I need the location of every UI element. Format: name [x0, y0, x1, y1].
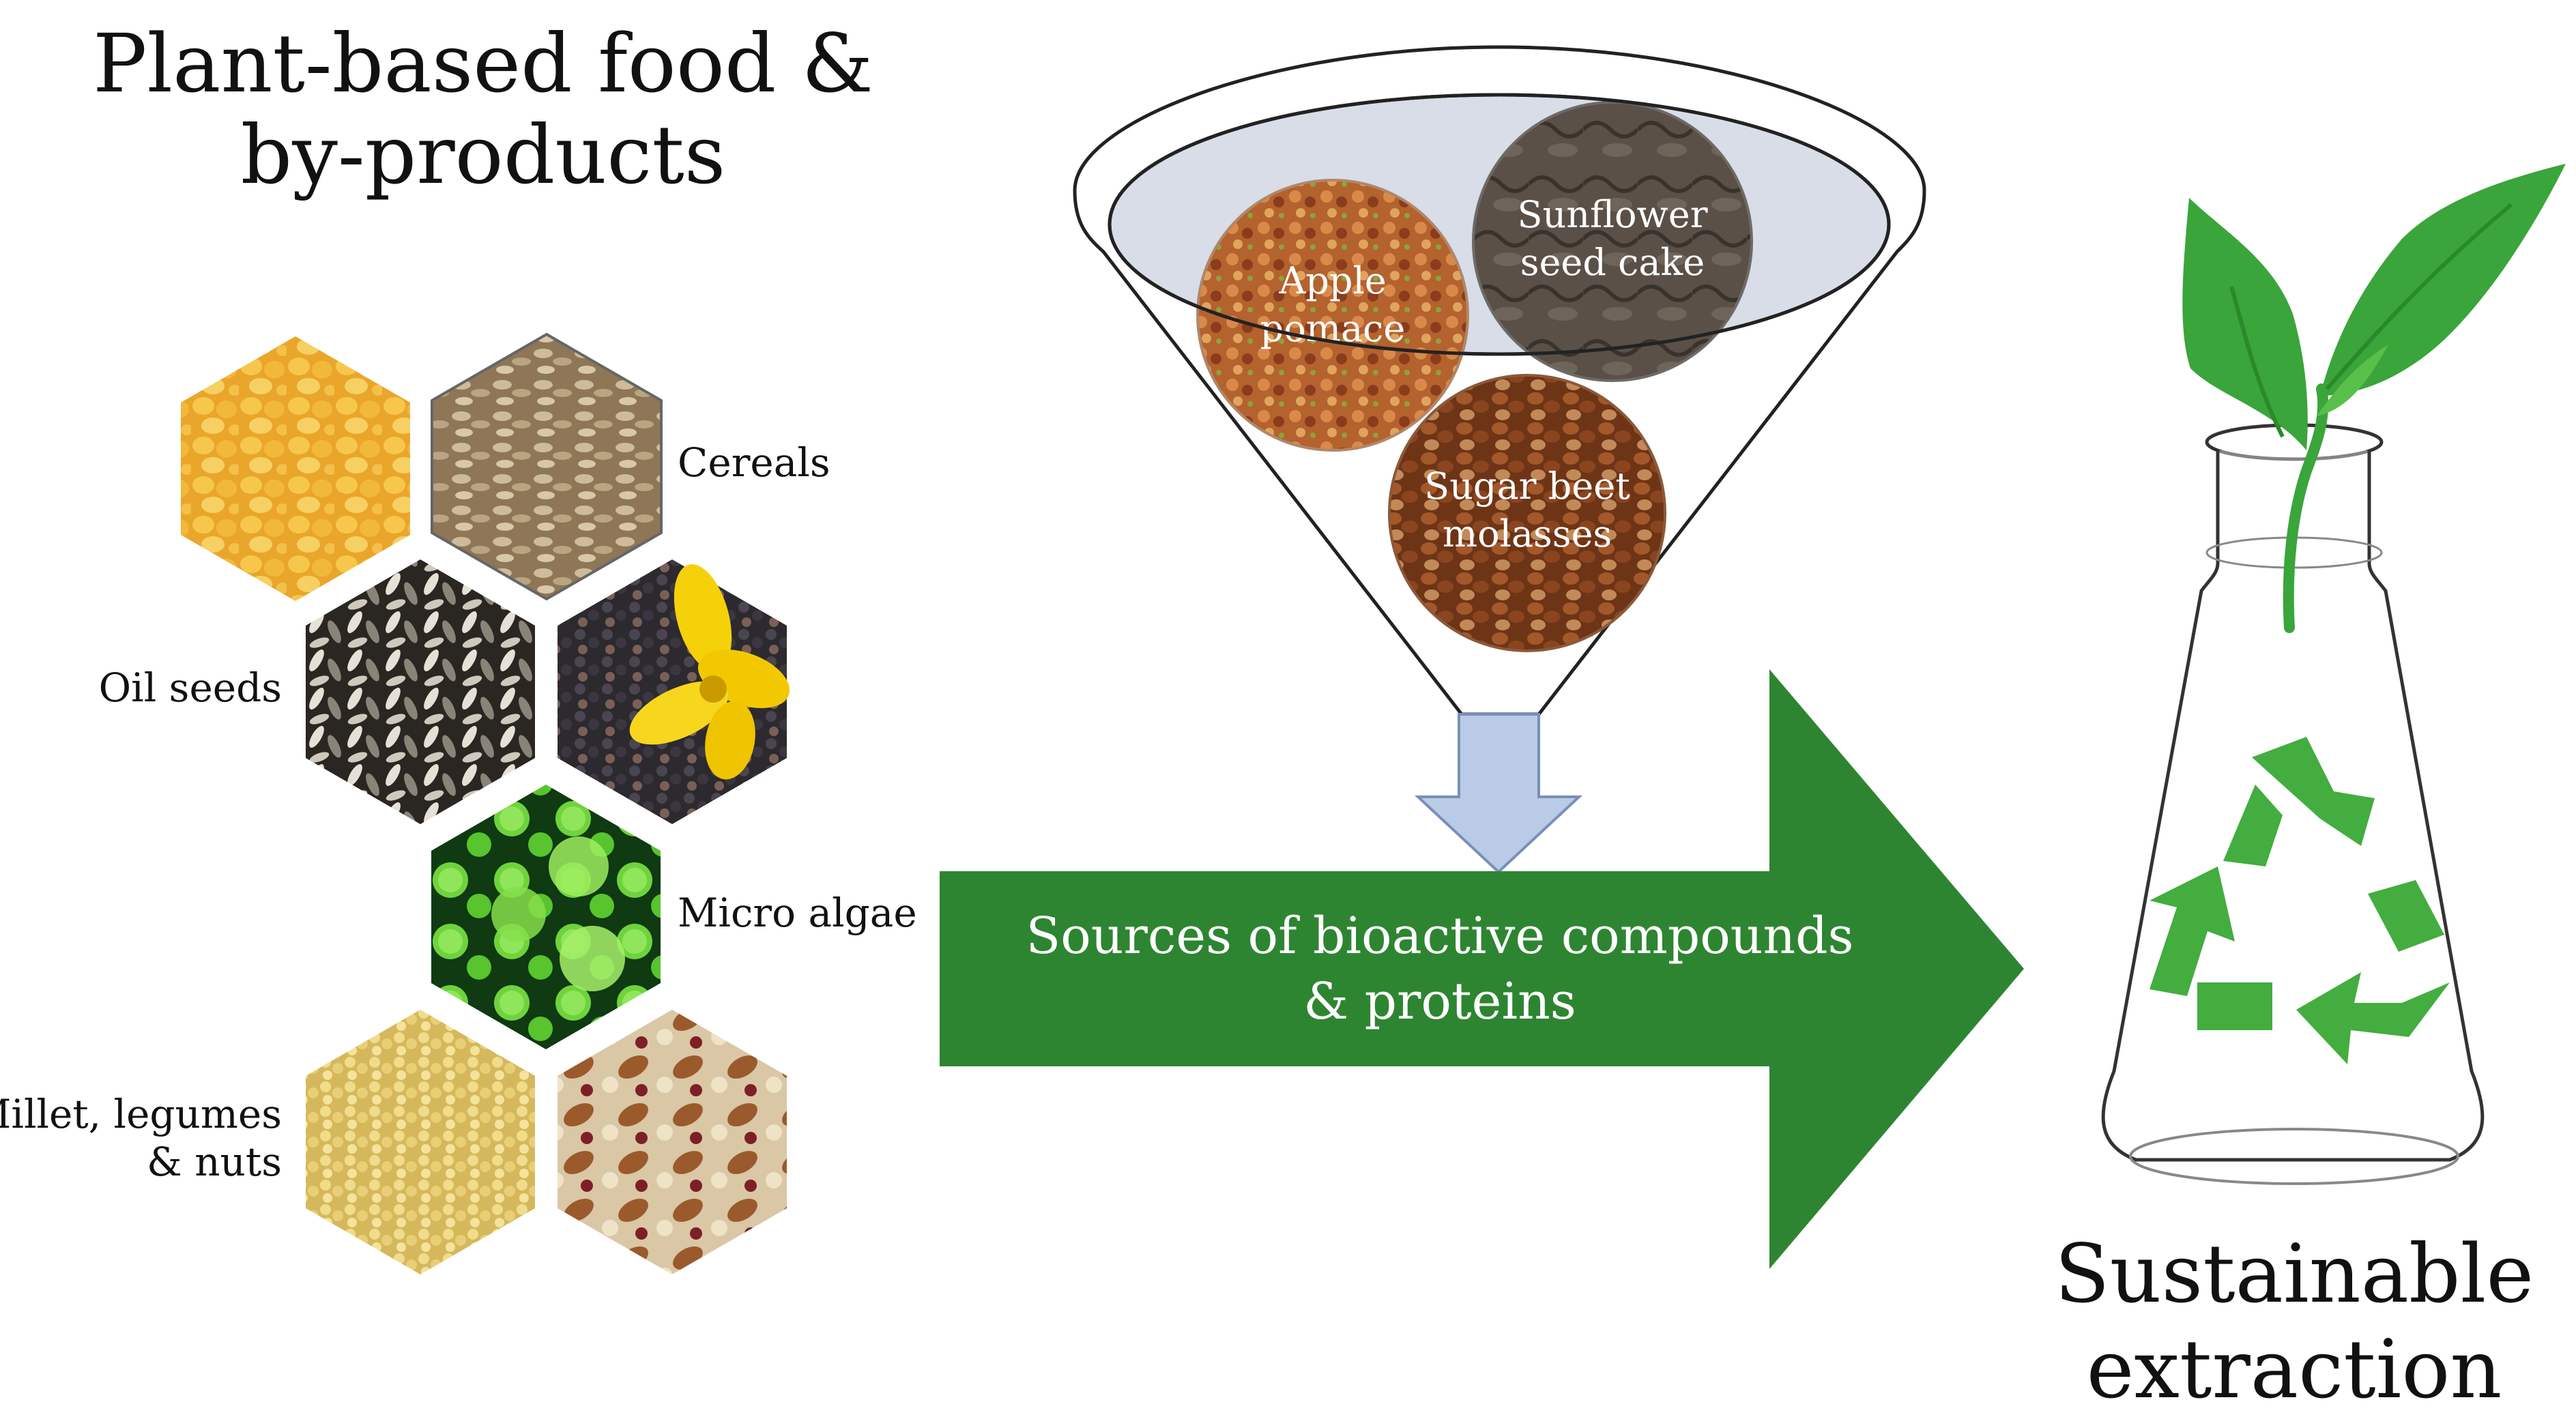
- label-micro-algae: Micro algae: [678, 890, 917, 936]
- apple-pomace-line-1: Apple: [1278, 259, 1386, 302]
- hexagon-micro-algae: [431, 785, 661, 1049]
- yellow-flower-icon: [629, 564, 790, 780]
- label-oil-seeds: Oil seeds: [99, 664, 282, 711]
- hexagon-corn: [181, 336, 410, 601]
- big-green-arrow: Sources of bioactive compounds & protein…: [940, 669, 2024, 1269]
- arrow-label-line-2: & proteins: [1303, 972, 1576, 1031]
- sugar-beet-line-1: Sugar beet: [1424, 465, 1630, 508]
- recycle-icon: [2150, 737, 2450, 1064]
- apple-pomace-line-2: pomace: [1260, 307, 1406, 350]
- title-line-2: by-products: [241, 108, 726, 202]
- sugar-beet-line-2: molasses: [1443, 512, 1612, 555]
- circle-sunflower-seed-cake: Sunflower seed cake: [1472, 101, 1753, 382]
- arrow-label-line-1: Sources of bioactive compounds: [1026, 907, 1854, 965]
- label-millet-line-1: Millet, legumes: [0, 1091, 282, 1137]
- result-line-2: extraction: [2087, 1322, 2502, 1416]
- plant-sprout-icon: [2182, 164, 2566, 633]
- sunflower-line-2: seed cake: [1520, 241, 1705, 284]
- down-arrow-icon: [1414, 713, 1583, 874]
- circle-sugar-beet-molasses: Sugar beet molasses: [1388, 374, 1666, 652]
- label-millet-line-2: & nuts: [147, 1139, 282, 1185]
- hexagon-legumes-nuts: [558, 1010, 787, 1274]
- sunflower-line-1: Sunflower: [1517, 193, 1707, 236]
- hexagon-oats: [431, 332, 663, 601]
- title-line-1: Plant-based food &: [93, 16, 873, 111]
- circle-apple-pomace: Apple pomace: [1196, 179, 1469, 452]
- result-line-1: Sustainable: [2055, 1227, 2534, 1321]
- hexagon-sunflower-seeds: [306, 559, 535, 824]
- hexagon-rapeseed: [558, 559, 790, 824]
- label-cereals: Cereals: [678, 439, 830, 486]
- hexagon-millet: [306, 1010, 535, 1274]
